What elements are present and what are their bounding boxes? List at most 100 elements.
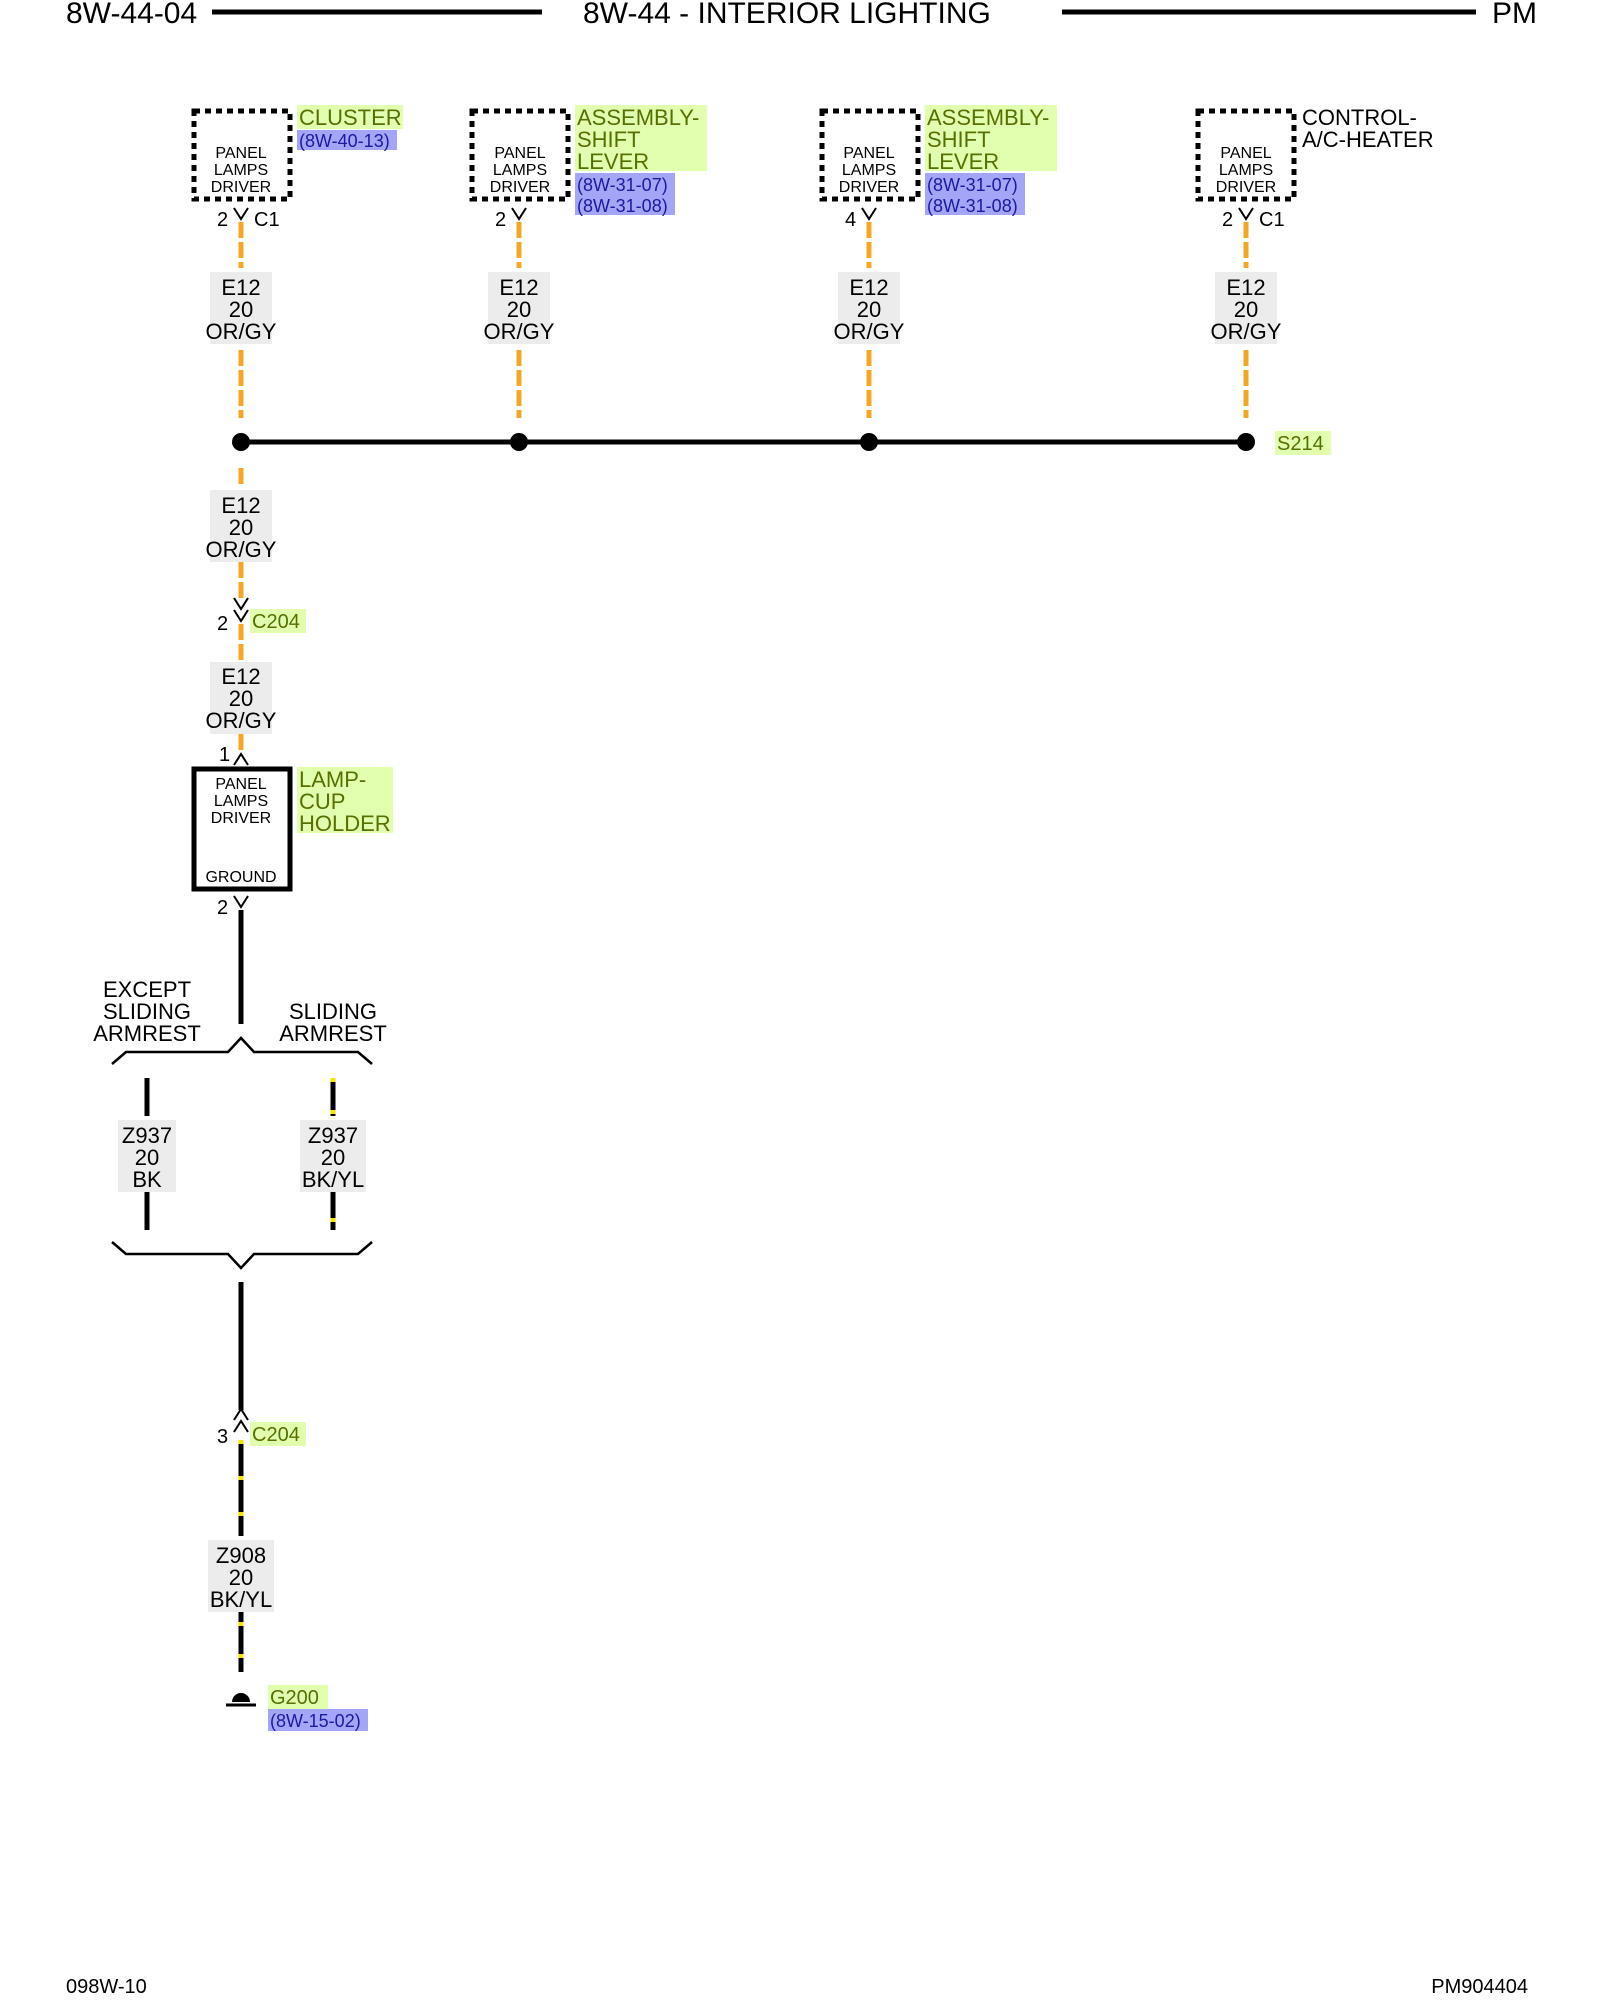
page-reference-link[interactable]: (8W-31-08)	[577, 196, 668, 216]
wire-circuit: Z937	[122, 1123, 172, 1148]
page-reference-link[interactable]: (8W-15-02)	[270, 1711, 361, 1731]
pin-number: 4	[845, 209, 856, 231]
wire-label-bg	[208, 1540, 274, 1612]
wire-circuit: E12	[221, 275, 260, 300]
wire-e12-to-c204: E12 20 OR/GY	[206, 468, 277, 600]
wire-color: OR/GY	[206, 708, 277, 733]
option-label: ARMREST	[93, 1021, 201, 1046]
component-inner-text: PANEL	[215, 776, 266, 793]
component-ground-text: GROUND	[205, 869, 276, 886]
page-reference-link[interactable]: (8W-31-07)	[927, 175, 1018, 195]
connector-symbol	[233, 895, 249, 909]
wire-e12-cluster: E12 20 OR/GY	[206, 222, 277, 418]
wire-circuit: E12	[221, 664, 260, 689]
wire-color: OR/GY	[206, 319, 277, 344]
component-box-solid	[191, 766, 293, 892]
component-cup-holder-lamp: 1 PANEL LAMPS DRIVER GROUND LAMP- CUP HO…	[191, 744, 393, 919]
component-name: CONTROL-	[1302, 105, 1417, 130]
wire-z937-bkyl: Z937 20 BK/YL	[300, 1078, 366, 1230]
ground-icon	[232, 1693, 250, 1702]
ground-name: G200	[270, 1687, 319, 1709]
wire-gauge: 20	[857, 297, 881, 322]
component-inner-text: LAMPS	[214, 162, 268, 179]
page-code: 8W-44-04	[66, 0, 197, 30]
connector-name: C1	[254, 209, 280, 231]
reference-highlight	[575, 173, 675, 215]
ground-name-highlight	[268, 1685, 328, 1709]
component-inner-text: PANEL	[843, 145, 894, 162]
wire-color: OR/GY	[484, 319, 555, 344]
component-inner-text: LAMPS	[493, 162, 547, 179]
wire-color: OR/GY	[834, 319, 905, 344]
wire-circuit: Z937	[308, 1123, 358, 1148]
component-box-dashed	[1195, 108, 1297, 202]
wire-gauge: 20	[229, 1565, 253, 1590]
connector-symbol	[233, 1419, 249, 1433]
wire-e12-shift-lever-2: E12 20 OR/GY	[834, 222, 905, 418]
wire-circuit: E12	[221, 493, 260, 518]
option-label: ARMREST	[279, 1021, 387, 1046]
splice-dot	[510, 433, 528, 451]
connector-symbol	[233, 207, 249, 221]
reference-highlight	[297, 130, 397, 150]
connector-symbol	[233, 597, 249, 611]
connector-symbol	[1238, 207, 1254, 221]
wire-label-bg	[210, 490, 272, 562]
component-inner-text: DRIVER	[839, 179, 899, 196]
connector-c204-bottom: 3 C204	[217, 1407, 306, 1448]
component-inner-text: LAMPS	[1219, 162, 1273, 179]
page-reference-link[interactable]: (8W-31-08)	[927, 196, 1018, 216]
component-name: ASSEMBLY-	[927, 105, 1049, 130]
wire-label-bg	[210, 662, 272, 734]
wire-color: BK/YL	[210, 1587, 272, 1612]
component-name: LEVER	[927, 149, 999, 174]
page-reference-link[interactable]: (8W-31-07)	[577, 175, 668, 195]
component-name-highlight	[297, 105, 403, 129]
component-inner-text: DRIVER	[211, 179, 271, 196]
component-inner-text: PANEL	[494, 145, 545, 162]
component-name: CUP	[299, 789, 345, 814]
pin-number: 3	[217, 1426, 228, 1448]
component-name: LAMP-	[299, 767, 366, 792]
component-name: HOLDER	[299, 811, 391, 836]
component-name: LEVER	[577, 149, 649, 174]
wire-gauge: 20	[135, 1145, 159, 1170]
component-inner-text: DRIVER	[1216, 179, 1276, 196]
connector-name-highlight	[250, 609, 306, 633]
wire-z937-bk: Z937 20 BK	[118, 1078, 176, 1230]
splice-s214: S214	[232, 431, 1331, 455]
connector-name: C204	[252, 1424, 300, 1446]
component-name: A/C-HEATER	[1302, 127, 1434, 152]
option-label: EXCEPT	[103, 977, 191, 1002]
component-cluster: PANEL LAMPS DRIVER CLUSTER (8W-40-13) 2 …	[191, 105, 403, 231]
ground-g200: G200 (8W-15-02)	[226, 1685, 368, 1731]
splice-name-highlight	[1275, 431, 1331, 455]
component-name-highlight	[297, 767, 393, 833]
connector-symbol	[233, 609, 249, 623]
component-name: CLUSTER	[299, 105, 402, 130]
pin-number: 2	[217, 613, 228, 635]
wire-label-bg	[210, 272, 272, 344]
option-label: SLIDING	[289, 999, 377, 1024]
pin-number: 2	[217, 897, 228, 919]
wire-gauge: 20	[507, 297, 531, 322]
footer-left-code: 098W-10	[66, 1976, 147, 1998]
wire-gauge: 20	[229, 515, 253, 540]
component-name: SHIFT	[927, 127, 991, 152]
splice-dot	[860, 433, 878, 451]
component-box-dashed	[469, 108, 571, 202]
wire-label-bg	[488, 272, 550, 344]
splice-dot	[232, 433, 250, 451]
wire-label-bg	[300, 1120, 366, 1192]
pin-number: 2	[217, 209, 228, 231]
component-inner-text: DRIVER	[490, 179, 550, 196]
option-brace-top	[111, 1036, 373, 1065]
wire-color: BK/YL	[302, 1167, 364, 1192]
component-inner-text: PANEL	[215, 145, 266, 162]
reference-highlight	[925, 173, 1025, 215]
wire-gauge: 20	[1234, 297, 1258, 322]
header-suffix: PM	[1492, 0, 1537, 30]
page-reference-link[interactable]: (8W-40-13)	[299, 131, 390, 151]
component-shift-lever-2: PANEL LAMPS DRIVER ASSEMBLY- SHIFT LEVER…	[819, 105, 1057, 231]
